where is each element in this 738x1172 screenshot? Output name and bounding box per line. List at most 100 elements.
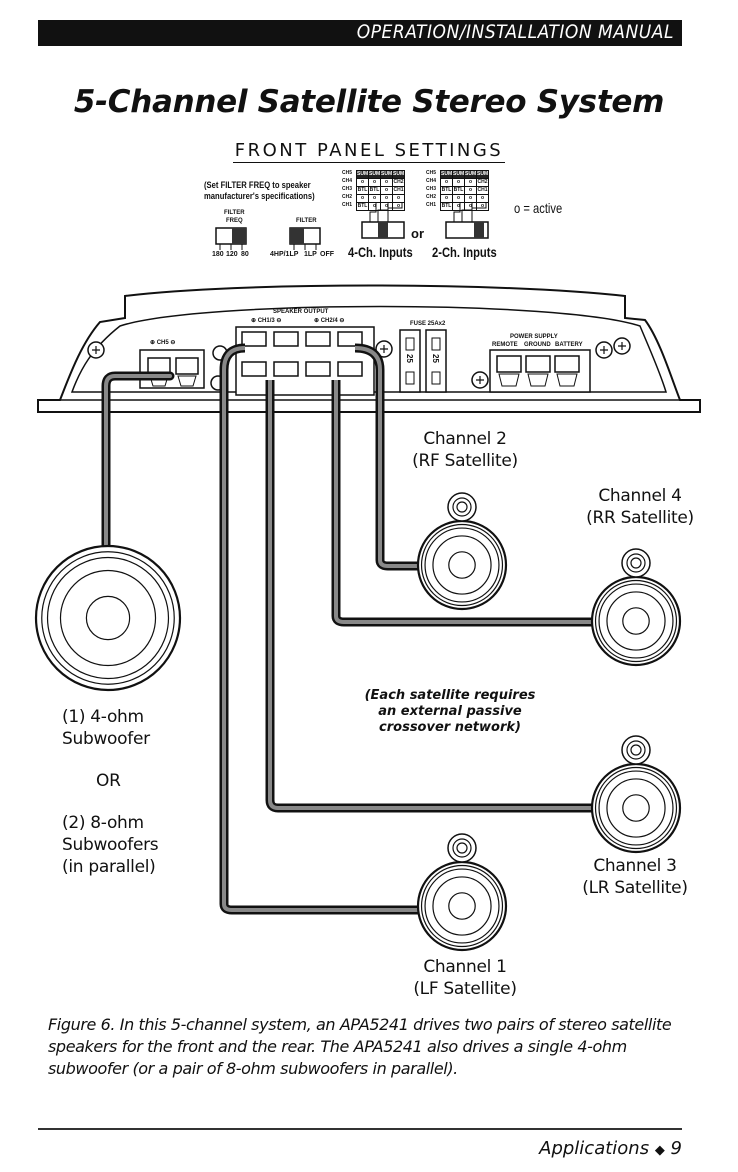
filter-freq-pos-180: 180	[212, 251, 224, 258]
channel3-role: (LR Satellite)	[582, 878, 688, 898]
filter-freq-switch[interactable]	[215, 227, 247, 250]
grid-row-label: CH4	[342, 178, 353, 184]
channel4-name: Channel 4	[598, 486, 682, 506]
subwoofer-option1-name: Subwoofer	[62, 729, 150, 749]
channel4-role: (RR Satellite)	[586, 508, 694, 528]
channel4-label: Channel 4 (RR Satellite)	[565, 485, 715, 529]
subwoofer-speaker	[34, 544, 182, 692]
subwoofer-option1-qty: (1) 4-ohm	[62, 707, 144, 727]
channel4-speaker-dust-cap	[622, 607, 650, 635]
channel1-speaker-frame	[416, 860, 508, 952]
ch5-terminal-block	[139, 349, 205, 389]
channel3-name: Channel 3	[593, 856, 677, 876]
filter-pos-4hp1lp: 4HP/1LP	[270, 251, 299, 258]
grid-2ch-caption: 2-Ch. Inputs	[432, 244, 497, 260]
footer-section: Applications	[539, 1138, 650, 1159]
fuse-holders	[399, 329, 447, 393]
channel4-speaker	[590, 548, 682, 667]
channel1-role: (LF Satellite)	[413, 979, 517, 999]
ch24-label: ⊕ CH2/4 ⊖	[314, 318, 345, 324]
channel4-speaker-frame	[590, 575, 682, 667]
channel3-speaker	[590, 735, 682, 854]
channel4-speaker-tweeter	[621, 548, 651, 578]
speaker-output-terminals	[241, 331, 363, 377]
grid-row-label: CH2	[342, 194, 353, 200]
active-legend: o = active	[514, 200, 563, 216]
channel2-role: (RF Satellite)	[412, 451, 518, 471]
terminal-battery-label: BATTERY	[555, 342, 583, 348]
filter-freq-pos-120: 120	[226, 251, 238, 258]
terminal-remote-label: REMOTE	[492, 342, 518, 348]
speaker-terminal	[241, 331, 267, 347]
channel1-speaker	[416, 833, 508, 952]
channel3-label: Channel 3 (LR Satellite)	[560, 855, 710, 899]
speaker-terminal	[273, 361, 299, 377]
channel2-speaker-tweeter	[447, 492, 477, 522]
subwoofer-option2-name: Subwoofers	[62, 835, 159, 855]
subwoofer-or: OR	[96, 771, 121, 791]
filter-label: FILTER	[296, 218, 317, 224]
fuse-value-2: 25	[431, 354, 440, 363]
wire-channel3	[265, 380, 594, 813]
figure-caption: Figure 6. In this 5-channel system, an A…	[48, 1015, 672, 1078]
power-supply-block	[489, 349, 591, 393]
subwoofer-speaker-dust-cap	[85, 595, 131, 641]
grid-4ch-caption: 4-Ch. Inputs	[348, 244, 413, 260]
terminal-ground-label: GROUND	[524, 342, 551, 348]
speaker-terminal	[305, 361, 331, 377]
grid-row-label: CH3	[426, 186, 437, 192]
channel2-speaker-frame	[416, 519, 508, 611]
page-title: 5-Channel Satellite Stereo System	[73, 84, 665, 120]
filter-freq-label-2: FREQ	[226, 218, 243, 224]
grid-row-label: CH4	[426, 178, 437, 184]
speaker-terminal	[273, 331, 299, 347]
ch13-label: ⊕ CH1/3 ⊖	[251, 318, 282, 324]
grid-row-label: CH5	[342, 170, 353, 176]
filter-pos-off: OFF	[320, 251, 334, 258]
fuse-label: FUSE 25Ax2	[410, 321, 446, 327]
front-panel-heading-text: FRONT PANEL SETTINGS	[232, 140, 506, 163]
grid-row-label: CH2	[426, 194, 437, 200]
front-panel-heading: FRONT PANEL SETTINGS	[0, 140, 738, 163]
speaker-terminal	[337, 361, 363, 377]
channel3-speaker-tweeter	[621, 735, 651, 765]
speaker-terminal	[337, 331, 363, 347]
filter-note-line2: manufacturer's specifications)	[204, 191, 315, 201]
crossover-note-line1: (Each satellite requires	[364, 688, 536, 703]
subwoofer-label: (1) 4-ohm Subwoofer OR (2) 8-ohm Subwoof…	[62, 706, 159, 878]
wire-channel2	[354, 343, 420, 571]
ch5-label: ⊕ CH5 ⊖	[150, 340, 176, 346]
speaker-terminal	[305, 331, 331, 347]
filter-pos-1lp: 1LP	[304, 251, 317, 258]
power-supply-label: POWER SUPPLY	[510, 334, 558, 340]
channel3-speaker-dust-cap	[622, 794, 650, 822]
manual-header-text: OPERATION/INSTALLATION MANUAL	[356, 21, 674, 43]
diamond-icon: ◆	[654, 1143, 665, 1158]
channel1-name: Channel 1	[423, 957, 507, 977]
channel2-speaker	[416, 492, 508, 611]
subwoofer-speaker-frame	[34, 544, 182, 692]
wire-channel4	[331, 380, 594, 627]
filter-switch[interactable]	[289, 227, 321, 250]
channel2-label: Channel 2 (RF Satellite)	[390, 428, 540, 472]
grid-row-label: CH1	[426, 202, 437, 208]
subwoofer-option2-wiring: (in parallel)	[62, 857, 156, 877]
subwoofer-option2-qty: (2) 8-ohm	[62, 813, 144, 833]
grid-row-label: CH1	[342, 202, 353, 208]
manual-header-bar: OPERATION/INSTALLATION MANUAL	[38, 20, 682, 46]
crossover-note-line2: an external passive	[378, 704, 522, 719]
or-label: or	[411, 226, 424, 241]
channel3-speaker-frame	[590, 762, 682, 854]
page-number: 9	[670, 1138, 682, 1159]
speaker-terminal	[241, 361, 267, 377]
channel1-label: Channel 1 (LF Satellite)	[390, 956, 540, 1000]
input-switch-2ch[interactable]	[445, 202, 489, 239]
footer-rule	[38, 1128, 682, 1130]
filter-freq-pos-80: 80	[241, 251, 249, 258]
channel2-speaker-dust-cap	[448, 551, 476, 579]
channel2-name: Channel 2	[423, 429, 507, 449]
input-switch-4ch[interactable]	[361, 202, 405, 239]
fuse-value-1: 25	[405, 354, 414, 363]
filter-freq-label-1: FILTER	[224, 210, 245, 216]
